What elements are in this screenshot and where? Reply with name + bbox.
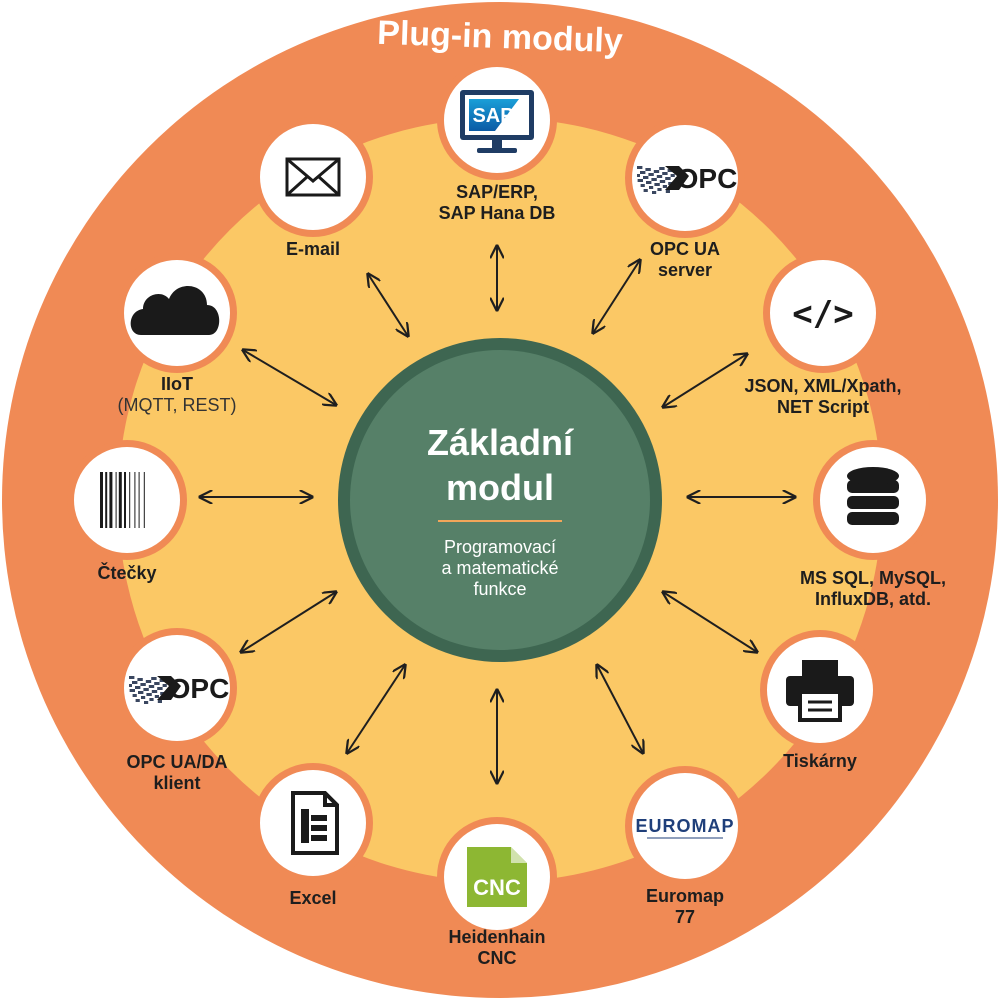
node-label-line1: OPC UA <box>649 239 720 259</box>
node-label-line2: server <box>657 260 713 280</box>
svg-text:OPC: OPC <box>169 673 230 704</box>
node-label-line2: CNC <box>477 948 517 968</box>
arrow-iiot <box>243 350 336 405</box>
node-label-iiot: IIoT(MQTT, REST) <box>67 374 287 416</box>
node-label-line1: IIoT <box>161 374 193 394</box>
node-label-sap: SAP/ERP,SAP Hana DB <box>387 182 607 224</box>
node-label-line2: SAP Hana DB <box>438 203 556 223</box>
core-title-line1: Základní <box>426 422 574 463</box>
node-label-line1: MS SQL, MySQL, <box>799 568 946 588</box>
code-brackets-icon: </> <box>792 294 853 334</box>
node-iiot <box>117 253 237 373</box>
arrow-euromap <box>597 665 643 753</box>
node-label-line1: Euromap <box>645 886 724 906</box>
node-label-line1: Excel <box>289 888 337 908</box>
svg-text:CNC: CNC <box>473 875 521 900</box>
envelope-icon <box>285 157 341 197</box>
node-opc-client: OPC <box>117 628 237 748</box>
svg-text:EUROMAP: EUROMAP <box>635 816 734 836</box>
node-label-line1: JSON, XML/Xpath, <box>744 376 902 396</box>
svg-text:SAP: SAP <box>472 105 513 127</box>
node-readers <box>67 440 187 560</box>
node-label-line2: InfluxDB, atd. <box>815 589 931 609</box>
node-excel <box>253 763 373 883</box>
node-database <box>813 440 933 560</box>
opc-logo-icon: OPC <box>129 673 229 704</box>
database-icon <box>847 467 899 525</box>
node-printer <box>760 630 880 750</box>
node-label-readers: Čtečky <box>17 563 237 584</box>
arrow-opc-server <box>593 260 640 333</box>
core-description: Programovací a matematické funkce <box>340 537 660 600</box>
node-label-excel: Excel <box>203 888 423 909</box>
node-label-line1: SAP/ERP, <box>456 182 538 202</box>
opc-logo-icon: OPC <box>637 163 737 194</box>
barcode-icon <box>100 472 145 528</box>
node-label-script: JSON, XML/Xpath,NET Script <box>713 376 933 418</box>
node-label-line2: 77 <box>674 907 696 927</box>
node-label-line1: E-mail <box>285 239 341 259</box>
svg-text:</>: </> <box>792 294 853 334</box>
node-script: </> <box>763 253 883 373</box>
svg-text:OPC: OPC <box>677 163 738 194</box>
node-euromap: EUROMAP <box>625 766 745 886</box>
arrow-opc-client <box>241 592 336 652</box>
core-module <box>350 350 650 650</box>
node-label-sub: (MQTT, REST) <box>117 395 237 415</box>
node-label-printer: Tiskárny <box>710 751 930 772</box>
arrow-email <box>368 274 408 336</box>
node-opc-server: OPC <box>625 118 745 238</box>
node-email <box>253 117 373 237</box>
connection-arrows <box>200 246 795 783</box>
node-label-line2: NET Script <box>776 397 869 417</box>
core-desc-line3: funkce <box>473 579 527 599</box>
node-sap: SAP <box>437 60 557 180</box>
euromap-logo-icon: EUROMAP <box>635 816 734 839</box>
cloud-icon <box>130 286 220 335</box>
arrow-excel <box>347 665 405 753</box>
node-label-database: MS SQL, MySQL,InfluxDB, atd. <box>763 568 983 610</box>
core-desc-line2: a matematické <box>441 558 559 578</box>
core-title-line2: modul <box>446 467 554 508</box>
node-heidenhain: CNC <box>437 817 557 937</box>
node-label-line1: Heidenhain <box>448 927 546 947</box>
node-label-line1: OPC UA/DA <box>126 752 228 772</box>
plugin-nodes: SAP OPC </> EUROMAP CNC OPC <box>67 60 933 937</box>
printer-icon <box>786 660 854 722</box>
spreadsheet-document-icon <box>291 791 339 855</box>
core-desc-line1: Programovací <box>443 537 557 557</box>
arrow-script <box>663 354 747 407</box>
node-label-line1: Čtečky <box>97 563 157 583</box>
cnc-logo-icon: CNC <box>467 847 527 907</box>
node-label-line1: Tiskárny <box>783 751 857 771</box>
core-title: Základní modul <box>340 420 660 510</box>
node-label-email: E-mail <box>203 239 423 260</box>
node-label-line2: klient <box>153 773 201 793</box>
sap-monitor-icon: SAP <box>460 90 534 153</box>
arrow-printer <box>663 592 757 652</box>
